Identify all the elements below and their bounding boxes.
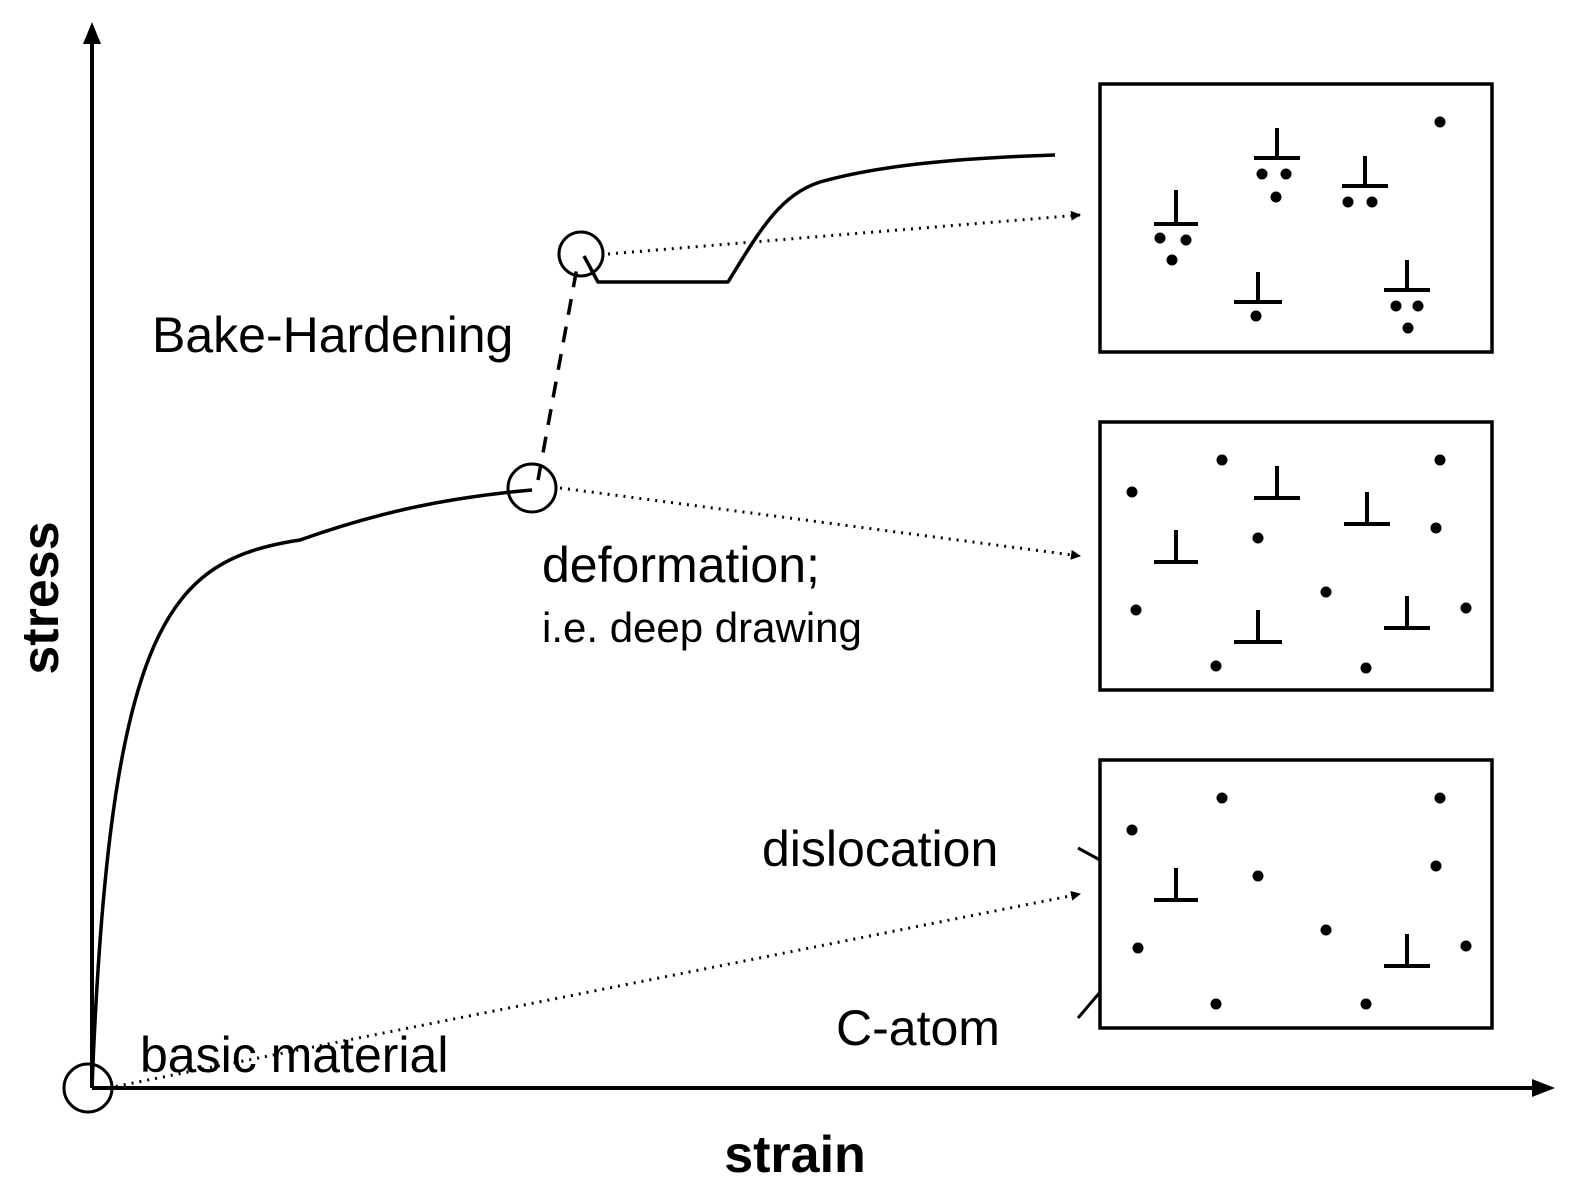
- dislocation-icon: [1384, 596, 1430, 630]
- deformation-marker: [506, 462, 558, 514]
- c-atom-dot: [1460, 602, 1472, 614]
- deformation-label: deformation;: [542, 537, 820, 593]
- bake-hardening-curve: [582, 153, 1056, 284]
- dislocation-label: dislocation: [762, 821, 998, 877]
- c-atom-dot: [1320, 924, 1332, 936]
- c-atom-dot: [1360, 662, 1372, 674]
- x-axis-arrow-icon: [1532, 1079, 1555, 1097]
- basic-material-arrow: [107, 890, 1081, 1090]
- c-atom-dot: [1430, 522, 1442, 534]
- c-atom-dot: [1270, 191, 1282, 203]
- dislocation-icon: [1154, 530, 1198, 564]
- c-atom-dot: [1342, 196, 1354, 208]
- axes: strain stress: [12, 22, 1555, 1184]
- bake-hardening-label: Bake-Hardening: [152, 307, 513, 363]
- dislocation-icon: [1342, 156, 1388, 188]
- dislocation-icon: [1234, 272, 1282, 304]
- dislocation-icon: [1234, 610, 1282, 644]
- c-atom-dot: [1360, 998, 1372, 1010]
- c-atom-dot: [1216, 454, 1228, 466]
- deep-drawing-label: i.e. deep drawing: [542, 604, 862, 651]
- dislocation-icon: [1384, 260, 1430, 292]
- c-atom-dot: [1126, 486, 1138, 498]
- dislocation-icon: [1154, 868, 1198, 902]
- c-atom-dot: [1154, 232, 1166, 244]
- c-atom-dot: [1210, 660, 1222, 672]
- c-atom-dot: [1210, 998, 1222, 1010]
- c-atom-dot: [1434, 454, 1446, 466]
- y-axis-arrow-icon: [83, 22, 101, 44]
- c-atom-dot: [1256, 168, 1268, 180]
- c-atom-dot: [1434, 116, 1446, 128]
- panel-frame: [1098, 82, 1494, 354]
- c-atom-dot: [1216, 792, 1228, 804]
- c-atom-dot: [1366, 196, 1378, 208]
- c-atom-dot: [1166, 254, 1178, 266]
- c-atom-dot: [1180, 234, 1192, 246]
- c-atom-dot: [1126, 824, 1138, 836]
- dislocation-icon: [1344, 492, 1390, 526]
- c-atom-dot: [1252, 870, 1264, 882]
- bake-hardening-arrow: [607, 210, 1081, 256]
- panel-deformed: [1098, 420, 1494, 692]
- panel-basic-material: [1098, 758, 1494, 1030]
- bake-hardening-marker: [557, 230, 605, 278]
- basic-material-marker: [62, 1062, 114, 1114]
- c-atom-dot: [1430, 860, 1442, 872]
- c-atom-dot: [1280, 168, 1292, 180]
- dislocation-icon: [1254, 128, 1300, 160]
- c-atom-dot: [1412, 300, 1424, 312]
- x-axis-label: strain: [724, 1126, 866, 1184]
- c-atom-dot: [1250, 310, 1262, 322]
- c-atom-dot: [1320, 586, 1332, 598]
- c-atom-dot: [1434, 792, 1446, 804]
- dislocation-icon: [1254, 466, 1300, 500]
- c-atom-dot: [1390, 300, 1402, 312]
- panel-frame: [1098, 420, 1494, 692]
- basic-material-label: basic material: [140, 1027, 448, 1083]
- dislocation-icon: [1384, 934, 1430, 968]
- y-axis-label: stress: [12, 521, 70, 674]
- dislocation-icon: [1154, 190, 1198, 226]
- bake-transition-dashed-line: [536, 261, 580, 481]
- panel-bake-hardened: [1098, 82, 1494, 354]
- c-atom-label: C-atom: [836, 1000, 1000, 1056]
- panel-frame: [1098, 758, 1494, 1030]
- deformation-curve: [90, 488, 533, 1089]
- c-atom-dot: [1460, 940, 1472, 952]
- c-atom-dot: [1402, 322, 1414, 334]
- c-atom-dot: [1132, 942, 1144, 954]
- c-atom-dot: [1130, 604, 1142, 616]
- c-atom-dot: [1252, 532, 1264, 544]
